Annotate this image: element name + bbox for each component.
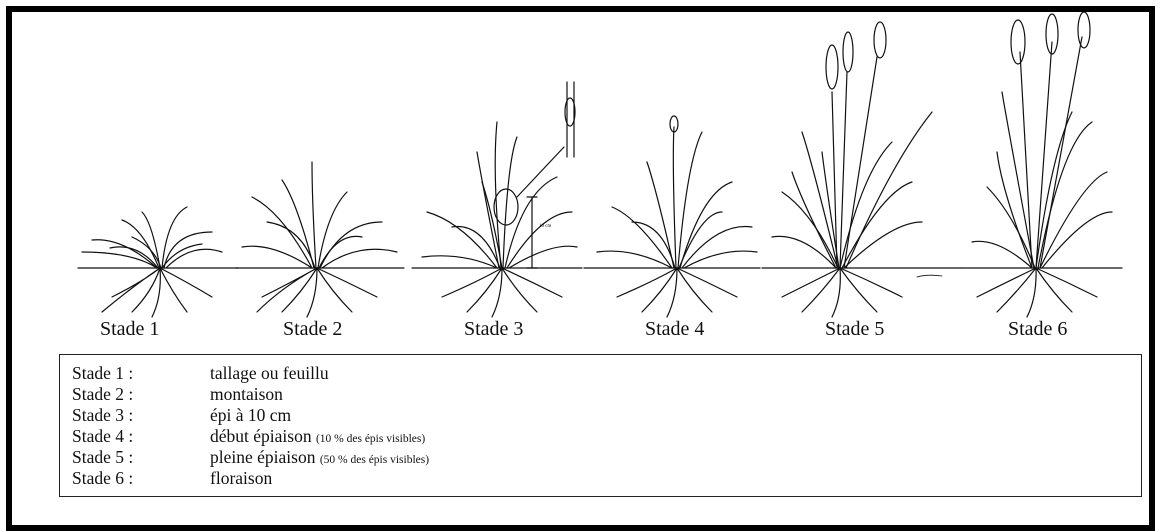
plant-stade-1 — [82, 207, 222, 317]
stage-label-6: Stade 6 — [1008, 318, 1067, 341]
stage-legend: Stade 1 :tallage ou feuillu Stade 2 :mon… — [59, 354, 1142, 497]
legend-row-4: Stade 4 :début épiaison (10 % des épis v… — [72, 426, 425, 446]
legend-row-2: Stade 2 :montaison — [72, 384, 283, 404]
plant-stade-5 — [772, 22, 942, 317]
legend-desc: début épiaison — [210, 426, 316, 446]
plant-stade-2 — [242, 162, 397, 317]
legend-desc: montaison — [210, 384, 283, 404]
legend-row-1: Stade 1 :tallage ou feuillu — [72, 363, 329, 383]
legend-note: (10 % des épis visibles) — [316, 433, 425, 445]
stage-label-4: Stade 4 — [645, 318, 704, 341]
legend-key: Stade 1 : — [72, 363, 210, 384]
plants-illustration: 10 cm — [12, 12, 1149, 352]
legend-note: (50 % des épis visibles) — [320, 454, 429, 466]
legend-desc: épi à 10 cm — [210, 405, 291, 425]
stage-label-2: Stade 2 — [283, 318, 342, 341]
stage-label-1: Stade 1 — [100, 318, 159, 341]
legend-key: Stade 3 : — [72, 405, 210, 426]
legend-row-6: Stade 6 :floraison — [72, 468, 272, 488]
plant-stade-3 — [422, 82, 577, 317]
legend-key: Stade 2 : — [72, 384, 210, 405]
plant-stade-6 — [972, 12, 1112, 317]
legend-key: Stade 4 : — [72, 426, 210, 447]
legend-row-3: Stade 3 :épi à 10 cm — [72, 405, 291, 425]
legend-desc: pleine épiaison — [210, 447, 320, 467]
height-annotation: 10 cm — [539, 224, 551, 229]
stage-label-5: Stade 5 — [825, 318, 884, 341]
legend-key: Stade 6 : — [72, 468, 210, 489]
legend-desc: tallage ou feuillu — [210, 363, 329, 383]
legend-row-5: Stade 5 :pleine épiaison (50 % des épis … — [72, 447, 429, 467]
stage-label-3: Stade 3 — [464, 318, 523, 341]
legend-key: Stade 5 : — [72, 447, 210, 468]
legend-desc: floraison — [210, 468, 272, 488]
diagram-frame: 10 cm — [6, 6, 1155, 531]
plant-stade-4 — [597, 116, 757, 317]
